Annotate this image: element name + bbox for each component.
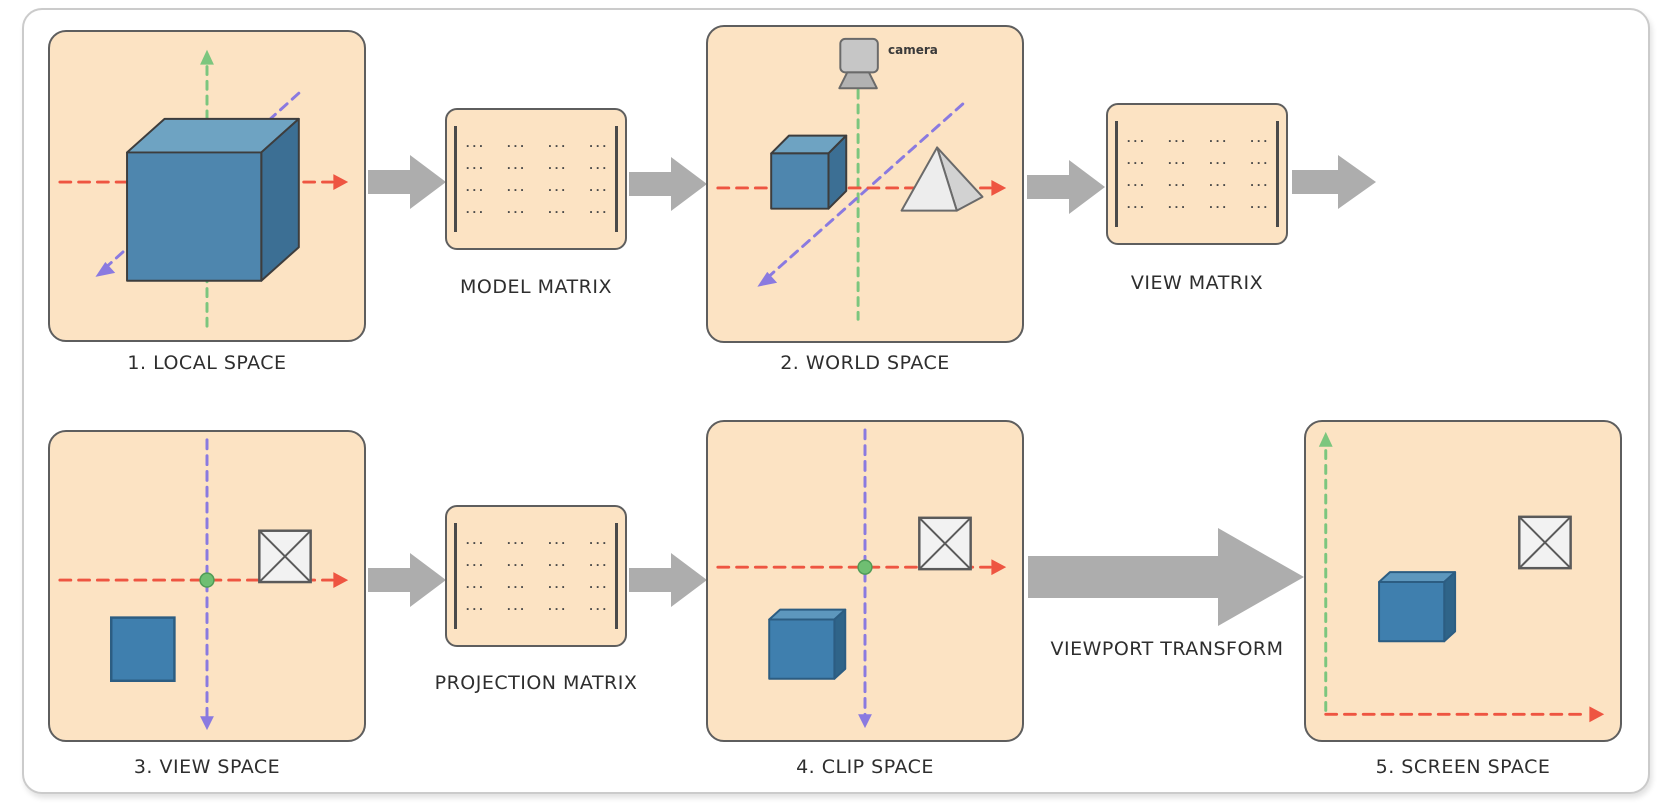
matrix-row: ··· ··· ··· ···: [464, 183, 608, 197]
cube-3d-icon: [768, 608, 847, 680]
label-view-matrix: VIEW MATRIX: [1130, 272, 1264, 294]
panel-screen-space: [1304, 420, 1622, 742]
screen-space-art: [1318, 431, 1605, 723]
matrix-bracket-left: [454, 126, 458, 232]
matrix-row: ··· ··· ··· ···: [1125, 200, 1269, 214]
model-matrix-box: ··· ··· ··· ··· ··· ··· ··· ··· ··· ··· …: [445, 108, 627, 250]
label-screen-space: 5. SCREEN SPACE: [1375, 756, 1551, 778]
view-matrix-box: ··· ··· ··· ··· ··· ··· ··· ··· ··· ··· …: [1106, 103, 1288, 245]
matrix-row: ··· ··· ··· ···: [464, 580, 608, 594]
label-viewport-transform: VIEWPORT TRANSFORM: [1050, 638, 1284, 660]
pyramid-icon: [900, 146, 984, 212]
origin-dot: [199, 572, 215, 588]
flow-arrow-4: [1292, 155, 1376, 209]
projection-matrix-box: ··· ··· ··· ··· ··· ··· ··· ··· ··· ··· …: [445, 505, 627, 647]
y-axis-purple: [858, 428, 872, 729]
matrix-bracket-right: [614, 523, 618, 629]
local-space-art: [58, 49, 349, 328]
label-local-space: 1. LOCAL SPACE: [127, 352, 287, 374]
matrix-rows: ··· ··· ··· ··· ··· ··· ··· ··· ··· ··· …: [1125, 121, 1268, 227]
y-axis-purple: [200, 438, 214, 731]
matrix-row: ··· ··· ··· ···: [1125, 178, 1269, 192]
world-space-art: [716, 37, 1007, 321]
matrix-row: ··· ··· ··· ···: [464, 536, 608, 550]
cube-3d-icon: [770, 134, 848, 210]
flow-arrow-1: [368, 155, 446, 209]
crossed-box-icon: [1518, 515, 1572, 570]
crossed-box-icon: [918, 516, 972, 571]
flow-arrow-6: [629, 553, 707, 607]
flow-arrow-3: [1027, 160, 1105, 214]
matrix-bracket-right: [1275, 121, 1279, 227]
blue-square-icon: [110, 616, 176, 683]
z-axis-purple: [757, 102, 965, 287]
view-space-art: [58, 438, 349, 731]
matrix-row: ··· ··· ··· ···: [1125, 134, 1269, 148]
y-axis-green: [1318, 431, 1333, 712]
matrix-row: ··· ··· ··· ···: [1125, 156, 1269, 170]
cube-3d-icon: [126, 117, 300, 282]
label-model-matrix: MODEL MATRIX: [460, 276, 612, 298]
camera-label: camera: [888, 43, 938, 57]
x-axis-red: [1324, 706, 1605, 723]
matrix-bracket-left: [1115, 121, 1119, 227]
matrix-bracket-right: [614, 126, 618, 232]
flow-arrow-2: [629, 157, 707, 211]
y-axis-green: [200, 49, 214, 328]
label-world-space: 2. WORLD SPACE: [780, 352, 950, 374]
panel-world-space: camera: [706, 25, 1024, 343]
matrix-row: ··· ··· ··· ···: [464, 602, 608, 616]
matrix-rows: ··· ··· ··· ··· ··· ··· ··· ··· ··· ··· …: [464, 523, 607, 629]
matrix-row: ··· ··· ··· ···: [464, 558, 608, 572]
clip-space-art: [716, 428, 1007, 729]
matrix-row: ··· ··· ··· ···: [464, 139, 608, 153]
label-clip-space: 4. CLIP SPACE: [796, 756, 934, 778]
cube-3d-icon: [1378, 571, 1457, 643]
panel-local-space: [48, 30, 366, 342]
matrix-row: ··· ··· ··· ···: [464, 161, 608, 175]
matrix-bracket-left: [454, 523, 458, 629]
crossed-box-icon: [258, 529, 312, 584]
flow-arrow-5: [368, 553, 446, 607]
label-view-space: 3. VIEW SPACE: [133, 756, 281, 778]
viewport-transform-arrow: [1028, 528, 1304, 626]
panel-clip-space: [706, 420, 1024, 742]
label-projection-matrix: PROJECTION MATRIX: [434, 672, 638, 694]
panel-view-space: [48, 430, 366, 742]
origin-dot: [857, 559, 873, 575]
matrix-row: ··· ··· ··· ···: [464, 205, 608, 219]
matrix-rows: ··· ··· ··· ··· ··· ··· ··· ··· ··· ··· …: [464, 126, 607, 232]
camera-icon: [838, 37, 879, 90]
